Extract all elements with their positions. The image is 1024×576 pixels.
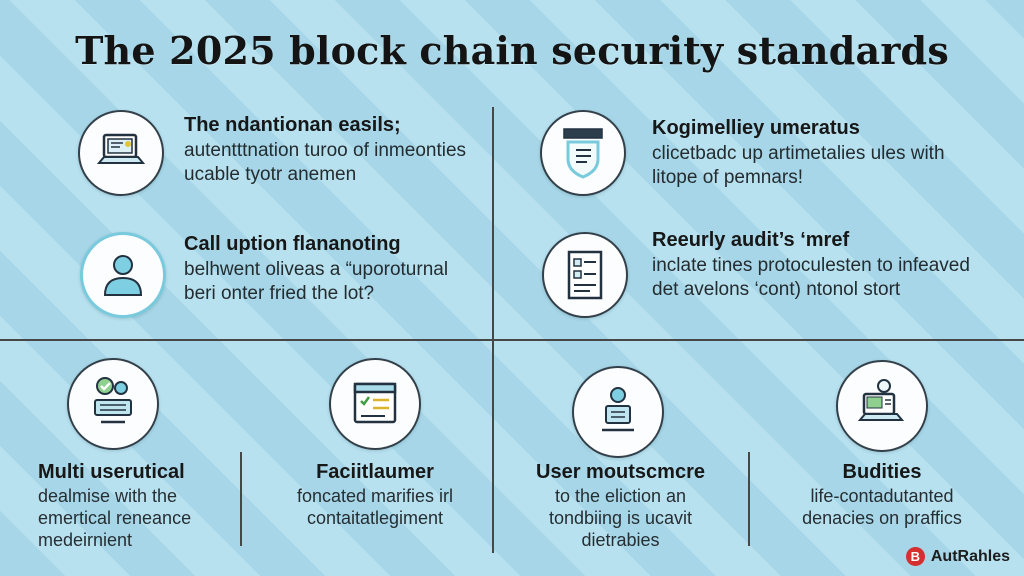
user-monitor-icon-graphic (602, 387, 634, 432)
bottom-heading: Budities (842, 461, 922, 483)
feature-body: clicetbadc up artimetalies ules with lit… (652, 143, 945, 188)
divider-vertical-bottom-right (748, 452, 750, 546)
bottom-heading: Multi userutical (38, 461, 185, 483)
person-icon (80, 232, 166, 318)
bottom-block-3: User moutscmcre to the eliction an tondb… (518, 460, 723, 552)
feature-heading: The ndantionan easils; (184, 114, 401, 136)
document-icon (542, 232, 628, 318)
divider-horizontal (0, 339, 1024, 341)
bottom-body: foncated marifies irl contaitatlegiment (296, 486, 454, 528)
feature-block-1: The ndantionan easils; autentttnation tu… (184, 113, 484, 186)
divider-vertical-bottom-center (492, 341, 494, 553)
bottom-block-4: Budities life-contadutanted denacies on … (778, 460, 986, 530)
checklist-window-icon-graphic (353, 382, 397, 424)
feature-heading: Reeurly audit’s ‘mref (652, 229, 850, 251)
user-verified-terminal-icon (67, 358, 159, 450)
brand-icon: B (905, 547, 925, 566)
bottom-body: to the eliction an tondbiing is ucavit d… (548, 486, 693, 550)
bottom-heading: Faciitlaumer (316, 461, 434, 483)
brand-text: AutRahles (930, 547, 1010, 565)
feature-block-4: Reeurly audit’s ‘mref inclate tines prot… (652, 228, 972, 301)
feature-block-2: Kogimelliey umeratus clicetbadc up artim… (652, 116, 962, 189)
checklist-window-icon (329, 358, 421, 450)
feature-block-3: Call uption flananoting belhwent oliveas… (184, 232, 484, 305)
divider-vertical-bottom-left (240, 452, 242, 546)
page-title: The 2025 block chain security standards (75, 28, 949, 73)
shield-checklist-icon-graphic (563, 128, 603, 179)
divider-vertical-top (492, 107, 494, 339)
feature-heading: Call uption flananoting (184, 233, 401, 255)
document-icon-graphic (567, 250, 603, 300)
bottom-block-2: Faciitlaumer foncated marifies irl conta… (276, 460, 474, 530)
bottom-body: dealmise with the emertical reneance med… (38, 486, 192, 550)
user-monitor-icon (572, 366, 664, 458)
laptop-chart-icon-graphic (857, 379, 905, 421)
feature-body: inclate tines protoculesten to infeaved … (652, 255, 970, 300)
feature-body: autentttnation turoo of inmeonties ucabl… (184, 140, 467, 185)
laptop-icon (78, 110, 164, 196)
person-icon-graphic (103, 255, 143, 296)
feature-body: belhwent oliveas a “uporoturnal beri ont… (184, 259, 449, 304)
bottom-heading: User moutscmcre (536, 461, 705, 483)
brand-logo: B AutRahles (905, 547, 1010, 566)
bottom-body: life-contadutanted denacies on praffics (802, 486, 962, 528)
feature-heading: Kogimelliey umeratus (652, 117, 860, 139)
shield-checklist-icon (540, 110, 626, 196)
bottom-block-1: Multi userutical dealmise with the emert… (38, 460, 238, 552)
user-verified-terminal-icon-graphic (94, 377, 132, 424)
laptop-icon-graphic (96, 133, 146, 164)
laptop-chart-icon (836, 360, 928, 452)
